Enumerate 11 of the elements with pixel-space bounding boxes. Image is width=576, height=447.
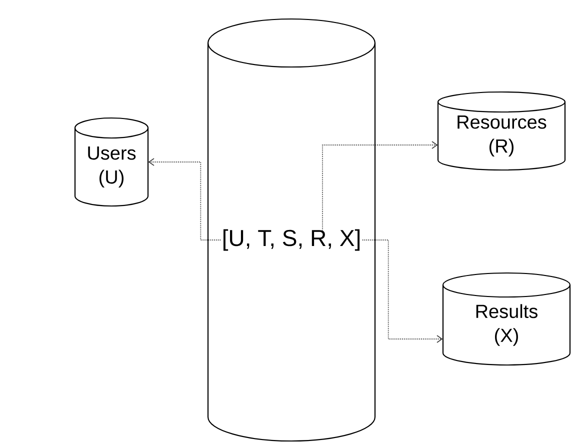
- node-label: Results (X): [476, 304, 538, 346]
- node-label: Resources (R): [458, 116, 546, 156]
- database-cylinder: Users (U): [74, 117, 149, 207]
- node-label: Users (U): [88, 146, 136, 188]
- arrow: [362, 240, 443, 343]
- database-cylinder: Results (X): [442, 272, 571, 366]
- arrow: [148, 158, 222, 240]
- arrow: [322, 141, 438, 232]
- node-label: [U, T, S, R, X]: [224, 229, 360, 251]
- database-cylinder: Resources (R): [437, 91, 566, 171]
- cylinder: [U, T, S, R, X]: [207, 18, 376, 442]
